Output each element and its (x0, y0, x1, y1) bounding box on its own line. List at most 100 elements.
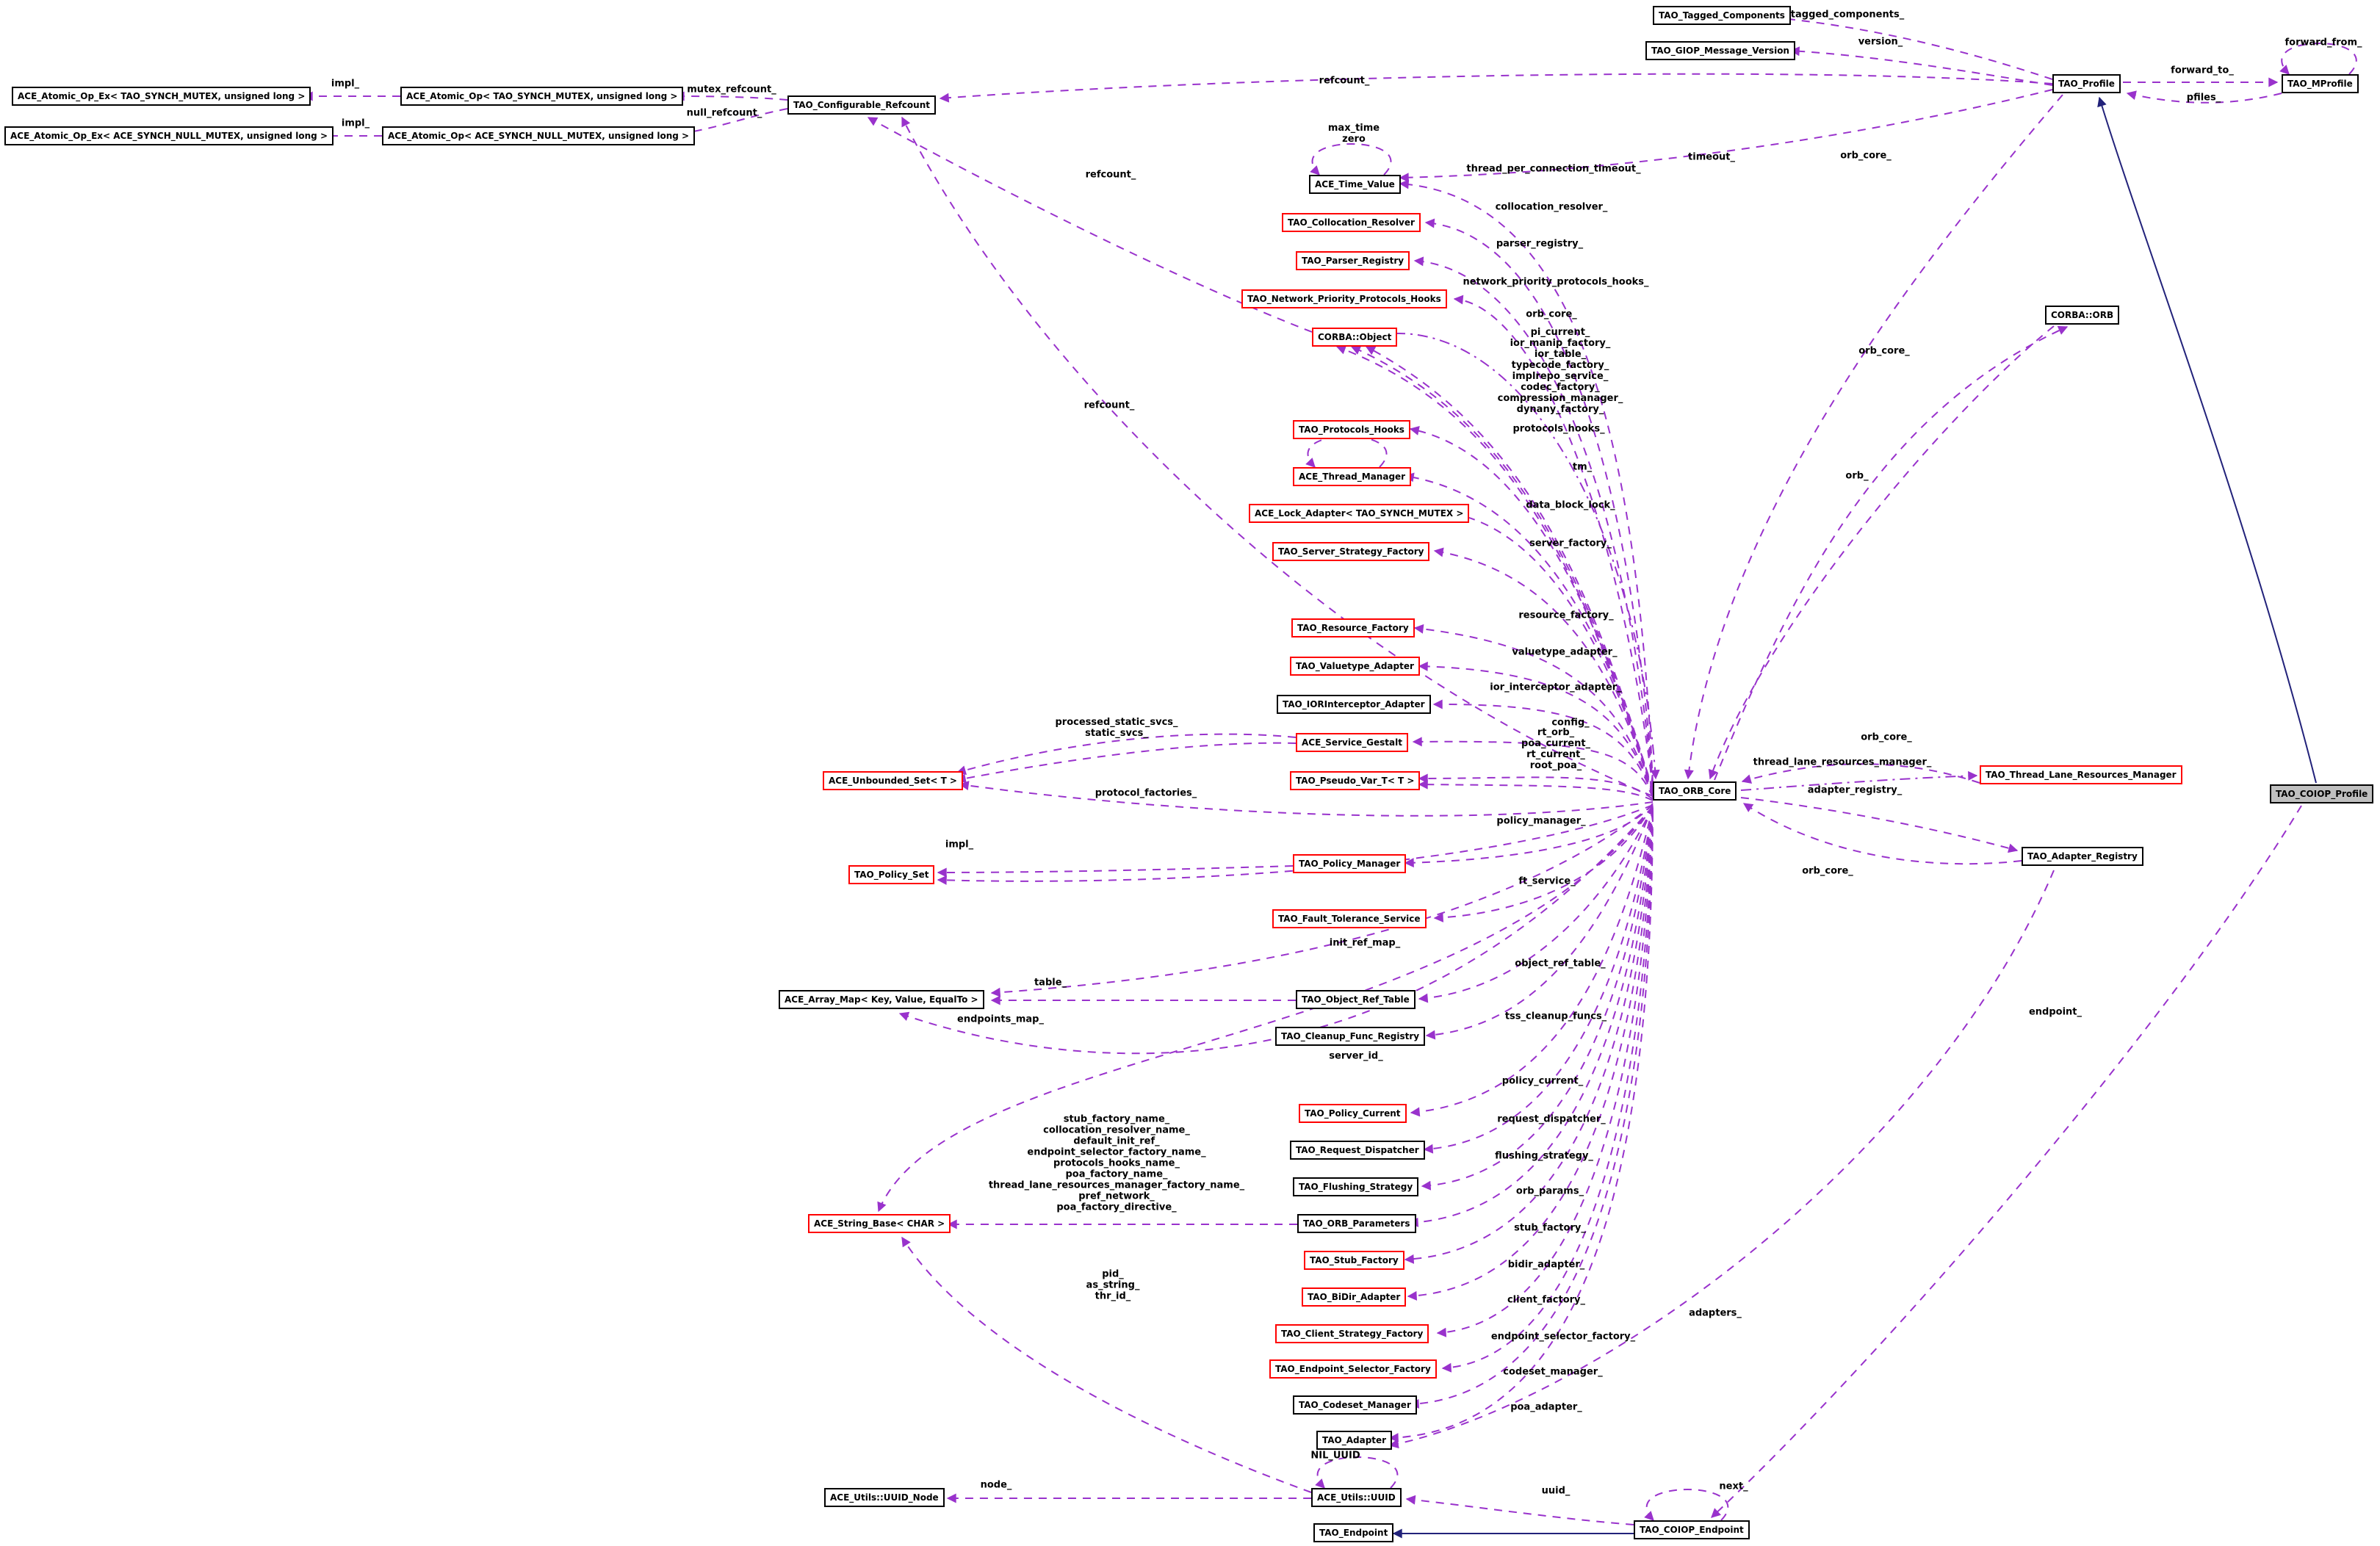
class-node-parser-registry[interactable]: TAO_Parser_Registry (1296, 251, 1410, 270)
class-node-configurable-refcount[interactable]: TAO_Configurable_Refcount (787, 95, 936, 115)
class-node-orb-parameters[interactable]: TAO_ORB_Parameters (1297, 1214, 1416, 1233)
class-node-cleanup-func-registry[interactable]: TAO_Cleanup_Func_Registry (1275, 1027, 1426, 1046)
class-node-valuetype-adapter[interactable]: TAO_Valuetype_Adapter (1290, 657, 1420, 676)
edge-label: thread_lane_resources_manager_ (1753, 756, 1932, 768)
class-node-time-value[interactable]: ACE_Time_Value (1309, 175, 1401, 194)
class-node-stub-factory[interactable]: TAO_Stub_Factory (1304, 1251, 1404, 1270)
edge-label: request_dispatcher_ (1497, 1113, 1606, 1125)
association-edge (1433, 547, 1654, 795)
class-node-corba-object[interactable]: CORBA::Object (1312, 328, 1398, 347)
class-node-client-strategy-factory[interactable]: TAO_Client_Strategy_Factory (1275, 1324, 1429, 1343)
class-node-policy-current[interactable]: TAO_Policy_Current (1299, 1104, 1407, 1123)
edge-label: valuetype_adapter_ (1512, 646, 1618, 658)
class-node-service-gestalt[interactable]: ACE_Service_Gestalt (1296, 733, 1408, 752)
class-node-adapter-registry[interactable]: TAO_Adapter_Registry (2022, 847, 2143, 866)
association-edge (1453, 295, 1654, 788)
class-node-array-map[interactable]: ACE_Array_Map< Key, Value, EqualTo > (779, 990, 984, 1009)
edge-label: pid_ as_string_ thr_id_ (1086, 1268, 1140, 1302)
class-node-atomic-op-ex-tao[interactable]: ACE_Atomic_Op_Ex< TAO_SYNCH_MUTEX, unsig… (12, 87, 311, 106)
class-node-endpoint-selector-factory[interactable]: TAO_Endpoint_Selector_Factory (1269, 1359, 1437, 1379)
association-edge (674, 91, 788, 101)
edge-label: orb_core_ (1861, 732, 1912, 743)
association-edge (1310, 143, 1392, 176)
edge-label: adapters_ (1689, 1307, 1742, 1319)
class-node-codeset-manager[interactable]: TAO_Codeset_Manager (1293, 1395, 1417, 1415)
edge-label: config_ (1551, 717, 1590, 729)
association-edge (1424, 218, 1654, 785)
edge-label: data_block_lock_ (1526, 499, 1615, 511)
association-edge (1413, 256, 1654, 787)
edge-label: flushing_strategy_ (1495, 1150, 1593, 1162)
class-node-server-strategy-factory[interactable]: TAO_Server_Strategy_Factory (1272, 542, 1430, 561)
edge-label: policy_current_ (1501, 1075, 1584, 1087)
class-node-thread-manager[interactable]: ACE_Thread_Manager (1293, 467, 1412, 486)
edge-label: tss_cleanup_funcs_ (1504, 1011, 1607, 1022)
class-node-protocols-hooks[interactable]: TAO_Protocols_Hooks (1293, 420, 1410, 439)
edge-label: protocol_factories_ (1095, 787, 1197, 799)
edge-label: server_id_ (1329, 1050, 1383, 1062)
class-node-endpoint[interactable]: TAO_Endpoint (1313, 1523, 1394, 1542)
class-node-fault-tolerance-service[interactable]: TAO_Fault_Tolerance_Service (1272, 909, 1427, 928)
association-edge (1781, 14, 2053, 80)
edge-label: ior_interceptor_adapter_ (1490, 682, 1622, 693)
class-node-giop-message-version[interactable]: TAO_GIOP_Message_Version (1645, 41, 1795, 60)
association-edge (1741, 763, 1980, 784)
class-node-object-ref-table[interactable]: TAO_Object_Ref_Table (1296, 990, 1416, 1009)
class-node-atomic-op-tao[interactable]: ACE_Atomic_Op< TAO_SYNCH_MUTEX, unsigned… (400, 87, 684, 106)
class-node-request-dispatcher[interactable]: TAO_Request_Dispatcher (1290, 1141, 1425, 1160)
edge-label: collocation_resolver_ (1495, 201, 1608, 213)
edge-label: endpoints_map_ (957, 1014, 1044, 1025)
class-node-policy-manager[interactable]: TAO_Policy_Manager (1293, 854, 1407, 873)
class-node-policy-set[interactable]: TAO_Policy_Set (848, 865, 935, 884)
edge-label: tagged_components_ (1790, 9, 1905, 21)
class-node-coiop-endpoint[interactable]: TAO_COIOP_Endpoint (1634, 1520, 1750, 1539)
association-edge (1418, 779, 1654, 801)
association-edge (1714, 325, 2069, 781)
edge-label: object_ref_table_ (1515, 958, 1606, 969)
class-node-tagged-components[interactable]: TAO_Tagged_Components (1653, 6, 1791, 25)
edge-label: ft_service_ (1518, 875, 1576, 887)
class-node-corba-orb[interactable]: CORBA::ORB (2045, 306, 2120, 325)
association-edge (1418, 661, 1654, 797)
edge-label: endpoint_ (2028, 1006, 2082, 1018)
class-node-bidir-adapter[interactable]: TAO_BiDir_Adapter (1302, 1287, 1407, 1307)
class-node-iorinterceptor-adapter[interactable]: TAO_IORInterceptor_Adapter (1277, 695, 1431, 714)
association-edge (1365, 346, 1654, 792)
class-node-mprofile[interactable]: TAO_MProfile (2282, 74, 2359, 93)
edge-label: stub_factory_ (1514, 1222, 1586, 1234)
edge-label: rt_orb_ poa_current_ rt_current_ root_po… (1521, 727, 1591, 771)
association-edge (877, 806, 1654, 1213)
association-edge (1404, 809, 1654, 1264)
class-node-string-base[interactable]: ACE_String_Base< CHAR > (808, 1214, 951, 1233)
class-node-collocation-resolver[interactable]: TAO_Collocation_Resolver (1282, 213, 1421, 232)
class-node-tao-profile[interactable]: TAO_Profile (2052, 74, 2121, 93)
class-node-flushing-strategy[interactable]: TAO_Flushing_Strategy (1293, 1177, 1419, 1196)
edge-label: orb_core_ (1802, 865, 1853, 877)
association-edge (898, 806, 1654, 1055)
class-node-atomic-op-null[interactable]: ACE_Atomic_Op< ACE_SYNCH_NULL_MUTEX, uns… (382, 126, 696, 145)
association-edge (1305, 436, 1388, 468)
edge-label: refcount_ (1085, 169, 1136, 181)
class-node-orb-core[interactable]: TAO_ORB_Core (1653, 781, 1737, 801)
association-edge (1423, 807, 1654, 1154)
class-node-network-priority-protocols-hooks[interactable]: TAO_Network_Priority_Protocols_Hooks (1241, 289, 1447, 308)
class-node-uuid-node[interactable]: ACE_Utils::UUID_Node (824, 1488, 945, 1507)
class-node-adapter[interactable]: TAO_Adapter (1316, 1431, 1393, 1450)
association-edge (684, 108, 788, 137)
edge-label: version_ (1858, 36, 1903, 48)
edge-label: refcount_ (1319, 75, 1370, 87)
class-node-pseudo-var[interactable]: TAO_Pseudo_Var_T< T > (1290, 771, 1421, 790)
association-edge (1388, 813, 1654, 1443)
class-node-resource-factory[interactable]: TAO_Resource_Factory (1291, 618, 1415, 637)
class-node-lock-adapter[interactable]: ACE_Lock_Adapter< TAO_SYNCH_MUTEX > (1249, 504, 1470, 523)
edge-label: uuid_ (1541, 1485, 1571, 1497)
class-node-uuid[interactable]: ACE_Utils::UUID (1311, 1488, 1402, 1507)
edge-label: orb_params_ (1515, 1185, 1584, 1197)
association-edge (1404, 803, 1654, 868)
edge-label: adapter_registry_ (1807, 784, 1903, 796)
class-node-thread-lane-resources-manager[interactable]: TAO_Thread_Lane_Resources_Manager (1980, 765, 2182, 784)
class-node-unbounded-set[interactable]: ACE_Unbounded_Set< T > (823, 771, 963, 790)
class-node-atomic-op-ex-null[interactable]: ACE_Atomic_Op_Ex< ACE_SYNCH_NULL_MUTEX, … (4, 126, 334, 145)
association-edge (1418, 773, 1654, 800)
